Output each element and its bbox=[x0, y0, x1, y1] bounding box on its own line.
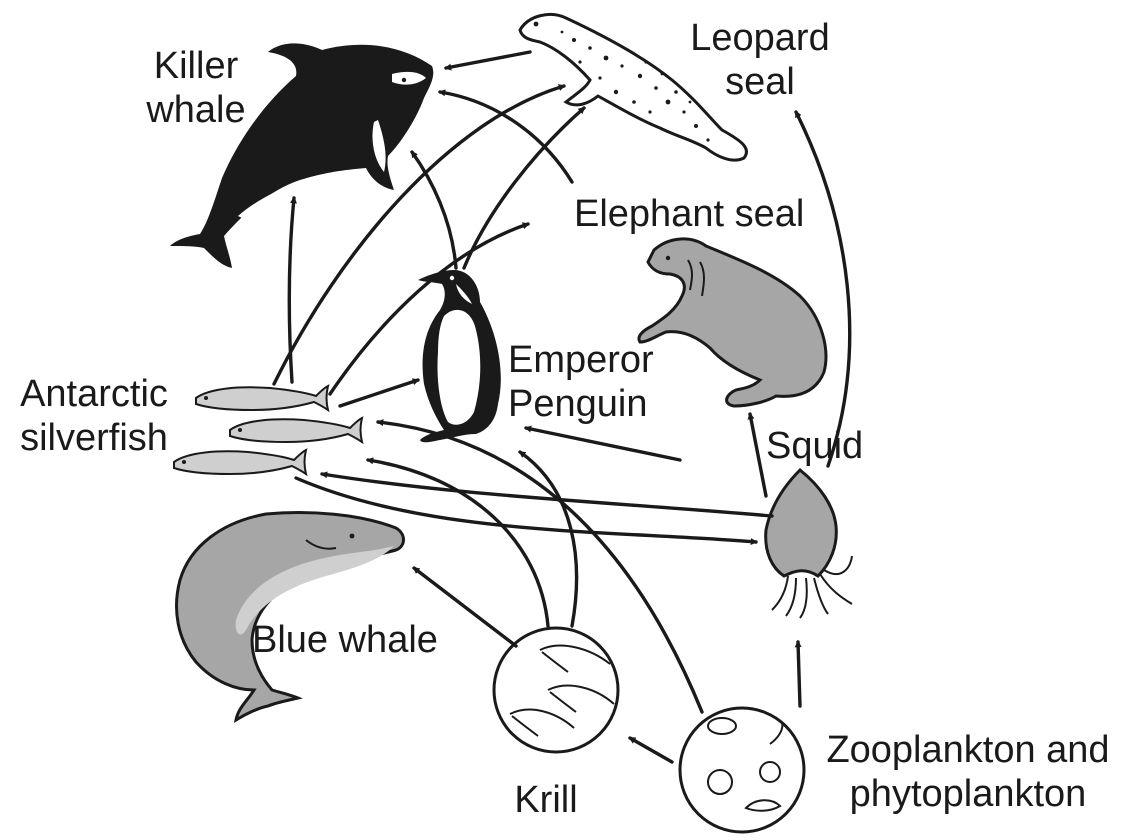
plankton-illustration bbox=[680, 708, 804, 832]
blue-whale-illustration bbox=[177, 513, 404, 720]
squid-illustration bbox=[766, 470, 852, 618]
label-line: Killer bbox=[154, 45, 239, 87]
label-line: Antarctic bbox=[20, 373, 168, 415]
label-line: Zooplankton and bbox=[826, 729, 1109, 771]
label-line: seal bbox=[725, 61, 795, 103]
arrow-leopard-seal-to-killer-whale bbox=[446, 52, 530, 68]
antarctic-silverfish-illustration bbox=[174, 386, 362, 474]
label-line: Penguin bbox=[508, 383, 647, 425]
label-blue-whale: Blue whale bbox=[252, 619, 438, 661]
label-line: Elephant seal bbox=[574, 193, 804, 235]
label-line: Blue whale bbox=[252, 619, 438, 661]
arrow-plankton-to-squid bbox=[798, 642, 800, 706]
label-krill: Krill bbox=[514, 779, 577, 821]
arrow-squid-to-leopard-seal bbox=[796, 112, 850, 466]
label-line: Emperor bbox=[508, 339, 654, 381]
label-line: Squid bbox=[766, 425, 863, 467]
arrow-penguin-to-killer-whale bbox=[412, 152, 456, 268]
label-line: silverfish bbox=[20, 417, 168, 459]
arrow-squid-to-penguin bbox=[526, 428, 680, 460]
label-line: Leopard bbox=[690, 17, 829, 59]
label-line: whale bbox=[145, 89, 245, 131]
arrow-silverfish-to-penguin bbox=[340, 380, 418, 406]
label-elephant-seal: Elephant seal bbox=[574, 193, 804, 235]
label-squid: Squid bbox=[766, 425, 863, 467]
arrow-plankton-to-krill bbox=[630, 738, 672, 762]
elephant-seal-illustration bbox=[639, 239, 826, 406]
krill-illustration bbox=[494, 628, 618, 752]
label-line: Krill bbox=[514, 779, 577, 821]
emperor-penguin-illustration bbox=[418, 270, 501, 442]
label-line: phytoplankton bbox=[850, 773, 1087, 815]
arrow-squid-to-elephant-seal bbox=[750, 414, 766, 496]
